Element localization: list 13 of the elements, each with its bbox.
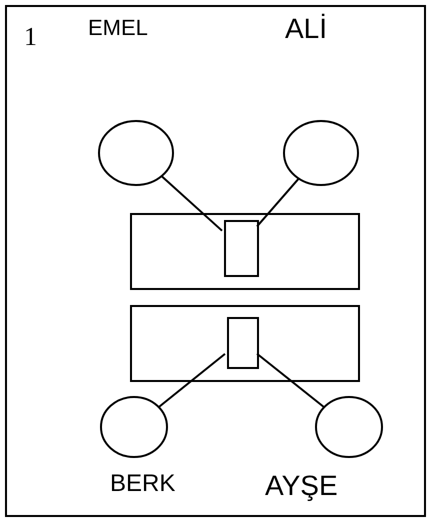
inner-rectangle (224, 220, 259, 277)
rectangle (130, 213, 360, 290)
connector-line (256, 178, 300, 228)
number-label: 1 (24, 24, 37, 50)
inner-rectangle (227, 317, 259, 369)
name-label: ALİ (285, 15, 328, 43)
name-label: AYŞE (265, 472, 338, 500)
connector-line (256, 352, 325, 408)
rectangle (130, 305, 360, 382)
name-label: EMEL (88, 17, 148, 39)
connector-line (160, 175, 223, 232)
name-label: BERK (110, 472, 176, 496)
connector-line (158, 353, 226, 408)
